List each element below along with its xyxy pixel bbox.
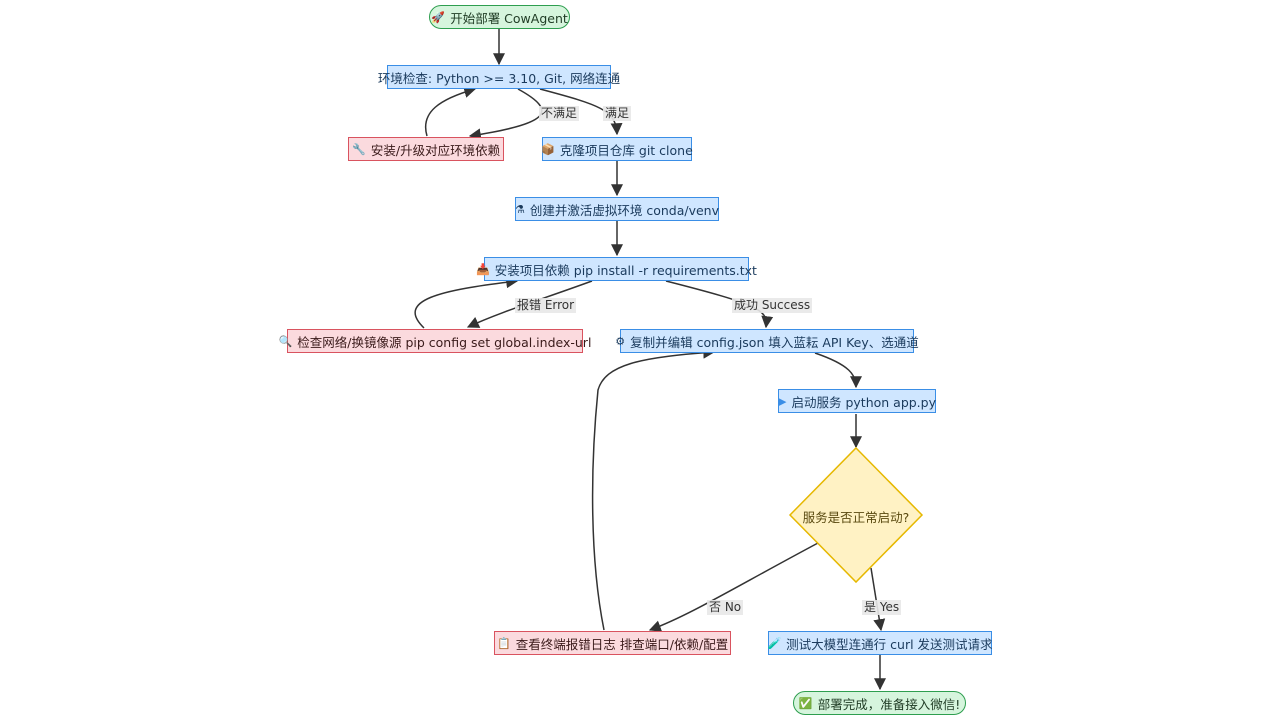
edge-label-error: 报错 Error <box>515 298 577 313</box>
install-deps-label: 安装项目依赖 pip install -r requirements.txt <box>494 262 757 278</box>
download-icon: 📥 <box>476 262 490 276</box>
edge-label-no: 否 No <box>707 600 744 615</box>
logs-node: 📋 查看终端报错日志 排查端口/依赖/配置 <box>494 631 731 655</box>
clipboard-icon: 📋 <box>496 636 511 650</box>
config-node: ⚙ 复制并编辑 config.json 填入蓝耘 API Key、选通道 <box>615 329 919 353</box>
decision-diamond <box>788 446 924 584</box>
edge-label-not-satisfied: 不满足 <box>539 106 580 121</box>
venv-node: ⚗ 创建并激活虚拟环境 conda/venv <box>515 197 719 221</box>
env-check-label: 环境检查: Python >= 3.10, Git, 网络连通 <box>377 70 621 86</box>
config-label: 复制并编辑 config.json 填入蓝耘 API Key、选通道 <box>630 334 919 350</box>
install-env-node: 🔧 安装/升级对应环境依赖 <box>348 137 504 161</box>
test-label: 测试大模型连通行 curl 发送测试请求 <box>786 636 993 652</box>
start-node: 🚀 开始部署 CowAgent <box>429 5 570 29</box>
edge-logs-config <box>591 346 716 631</box>
decision-label: 服务是否正常启动? <box>802 510 910 525</box>
package-icon: 📦 <box>541 142 555 156</box>
check-network-node: 🔍 检查网络/换镜像源 pip config set global.index-… <box>279 329 591 353</box>
edge-label-satisfied: 满足 <box>603 106 632 121</box>
run-node: ▶ 启动服务 python app.py <box>778 389 936 413</box>
edge-network-deps <box>414 276 519 329</box>
edge-install-envcheck <box>424 86 477 137</box>
install-env-label: 安装/升级对应环境依赖 <box>370 142 501 158</box>
edge-envcheck-install <box>468 88 543 141</box>
env-check-node: 环境检查: Python >= 3.10, Git, 网络连通 <box>378 65 620 89</box>
edge-envcheck-clone <box>539 88 623 136</box>
run-label: 启动服务 python app.py <box>791 394 936 410</box>
edge-config-run <box>814 352 862 389</box>
magnifier-icon: 🔍 <box>278 334 293 348</box>
edge-label-success: 成功 Success <box>732 298 813 313</box>
venv-label: 创建并激活虚拟环境 conda/venv <box>529 202 720 218</box>
done-node: ✅ 部署完成，准备接入微信! <box>793 691 966 715</box>
edge-decision-logs <box>648 542 819 632</box>
check-box-icon: ✅ <box>798 696 813 710</box>
gear-icon: ⚙ <box>615 334 626 348</box>
test-node: 🧪 测试大模型连通行 curl 发送测试请求 <box>767 631 993 655</box>
logs-label: 查看终端报错日志 排查端口/依赖/配置 <box>515 636 729 652</box>
start-node-label: 开始部署 CowAgent <box>450 10 568 26</box>
edge-label-yes: 是 Yes <box>862 600 902 615</box>
clone-label: 克隆项目仓库 git clone <box>559 142 693 158</box>
wrench-icon: 🔧 <box>352 142 366 156</box>
install-deps-node: 📥 安装项目依赖 pip install -r requirements.txt <box>476 257 757 281</box>
clone-node: 📦 克隆项目仓库 git clone <box>541 137 693 161</box>
flask-icon: ⚗ <box>515 202 525 216</box>
edge-decision-test <box>870 567 886 632</box>
done-label: 部署完成，准备接入微信! <box>817 696 961 712</box>
test-tube-icon: 🧪 <box>767 636 782 650</box>
rocket-icon: 🚀 <box>431 10 446 24</box>
play-icon: ▶ <box>778 394 787 408</box>
check-network-label: 检查网络/换镜像源 pip config set global.index-ur… <box>297 334 592 350</box>
